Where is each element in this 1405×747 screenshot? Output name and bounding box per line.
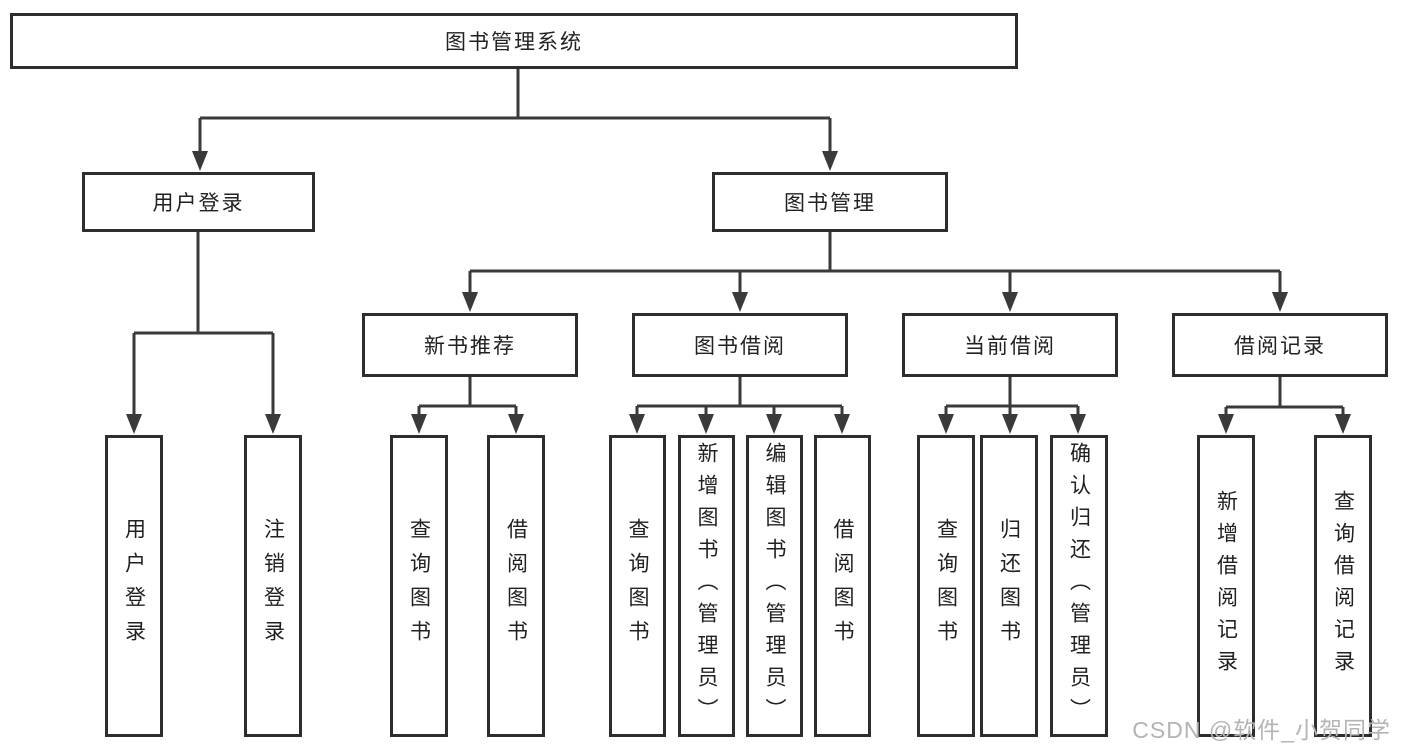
leaf-add-book-admin-label: 新增图书（管理员） [695,442,718,730]
node-book-management: 图书管理 [712,172,948,232]
leaf-query-book-borrow: 查询图书 [609,435,666,737]
leaf-query-book-borrow-label: 查询图书 [626,518,649,654]
arrowhead [1070,414,1086,434]
leaf-query-borrow-record: 查询借阅记录 [1314,435,1372,737]
connector-book-borrow [629,377,850,434]
leaf-borrow-book-recommend: 借阅图书 [487,435,545,737]
arrowhead [1002,292,1018,312]
connector-new-book-recommend [411,377,524,434]
arrowhead [732,292,748,312]
node-borrow-records: 借阅记录 [1172,313,1388,377]
leaf-confirm-return-admin: 确认归还（管理员） [1050,435,1108,737]
arrowhead [265,414,281,434]
node-new-book-recommend-label: 新书推荐 [424,335,516,358]
leaf-add-borrow-record-label: 新增借阅记录 [1214,490,1238,682]
arrowhead [1272,292,1288,312]
connector-user-login [126,232,281,434]
arrowhead [698,414,714,434]
leaf-confirm-return-admin-label: 确认归还（管理员） [1067,442,1091,730]
arrowhead [834,414,850,434]
node-current-borrow: 当前借阅 [902,313,1118,377]
leaf-query-book-current: 查询图书 [917,435,975,737]
leaf-edit-book-admin-label: 编辑图书（管理员） [763,442,786,730]
connector-borrow-records [1218,377,1351,434]
node-user-login-label: 用户登录 [152,192,245,215]
arrowhead [508,414,524,434]
leaf-borrow-book-recommend-label: 借阅图书 [504,518,528,654]
leaf-query-book-current-label: 查询图书 [934,518,958,654]
node-new-book-recommend: 新书推荐 [362,313,578,377]
arrowhead [462,292,478,312]
arrowhead [1335,414,1351,434]
node-root-label: 图书管理系统 [445,31,583,54]
arrowhead [411,414,427,434]
leaf-borrow-book-label: 借阅图书 [831,518,854,654]
leaf-add-book-admin: 新增图书（管理员） [678,435,735,737]
connector-book-management [462,232,1288,312]
node-book-management-label: 图书管理 [784,192,876,215]
arrowhead [126,414,142,434]
node-book-borrow: 图书借阅 [632,313,848,377]
connector-root [192,69,838,171]
leaf-return-book: 归还图书 [980,435,1038,737]
leaf-add-borrow-record: 新增借阅记录 [1197,435,1255,737]
arrowhead [938,414,954,434]
leaf-query-book-recommend: 查询图书 [390,435,448,737]
arrowhead [629,414,645,434]
leaf-user-login-label: 用户登录 [122,518,146,654]
node-borrow-records-label: 借阅记录 [1234,335,1326,358]
node-user-login: 用户登录 [82,172,315,232]
node-root: 图书管理系统 [10,13,1018,69]
leaf-logout-label: 注销登录 [261,518,285,654]
node-book-borrow-label: 图书借阅 [694,335,786,358]
arrowhead [192,151,208,171]
leaf-borrow-book: 借阅图书 [814,435,871,737]
leaf-query-borrow-record-label: 查询借阅记录 [1331,490,1355,682]
leaf-user-login: 用户登录 [105,435,163,737]
node-current-borrow-label: 当前借阅 [964,335,1056,358]
connector-current-borrow [938,377,1086,434]
leaf-logout: 注销登录 [244,435,302,737]
leaf-return-book-label: 归还图书 [997,518,1021,654]
csdn-watermark: CSDN @软件_小贺同学 [1132,717,1391,743]
leaf-edit-book-admin: 编辑图书（管理员） [746,435,803,737]
arrowhead [1218,414,1234,434]
arrowhead [766,414,782,434]
arrowhead [1002,414,1018,434]
arrowhead [822,151,838,171]
leaf-query-book-recommend-label: 查询图书 [407,518,431,654]
